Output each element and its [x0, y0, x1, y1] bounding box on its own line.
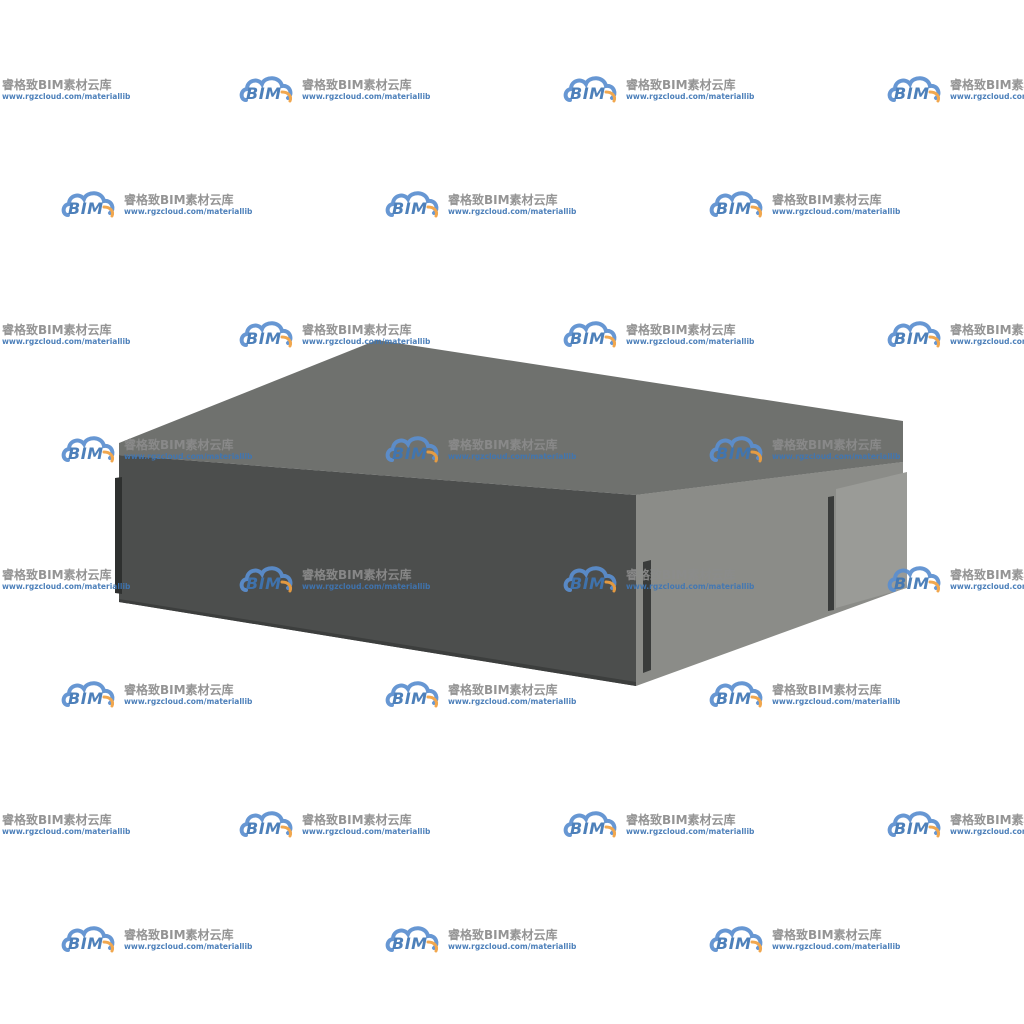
box-top-face: [119, 340, 903, 495]
box-terminal-slot-1: [828, 496, 834, 611]
box-front-face: [119, 455, 636, 686]
box-terminal-right: [836, 472, 907, 608]
box-bottom-edge: [119, 599, 636, 686]
box-left-cap: [115, 477, 122, 594]
box-terminal-slot-2: [643, 560, 651, 673]
